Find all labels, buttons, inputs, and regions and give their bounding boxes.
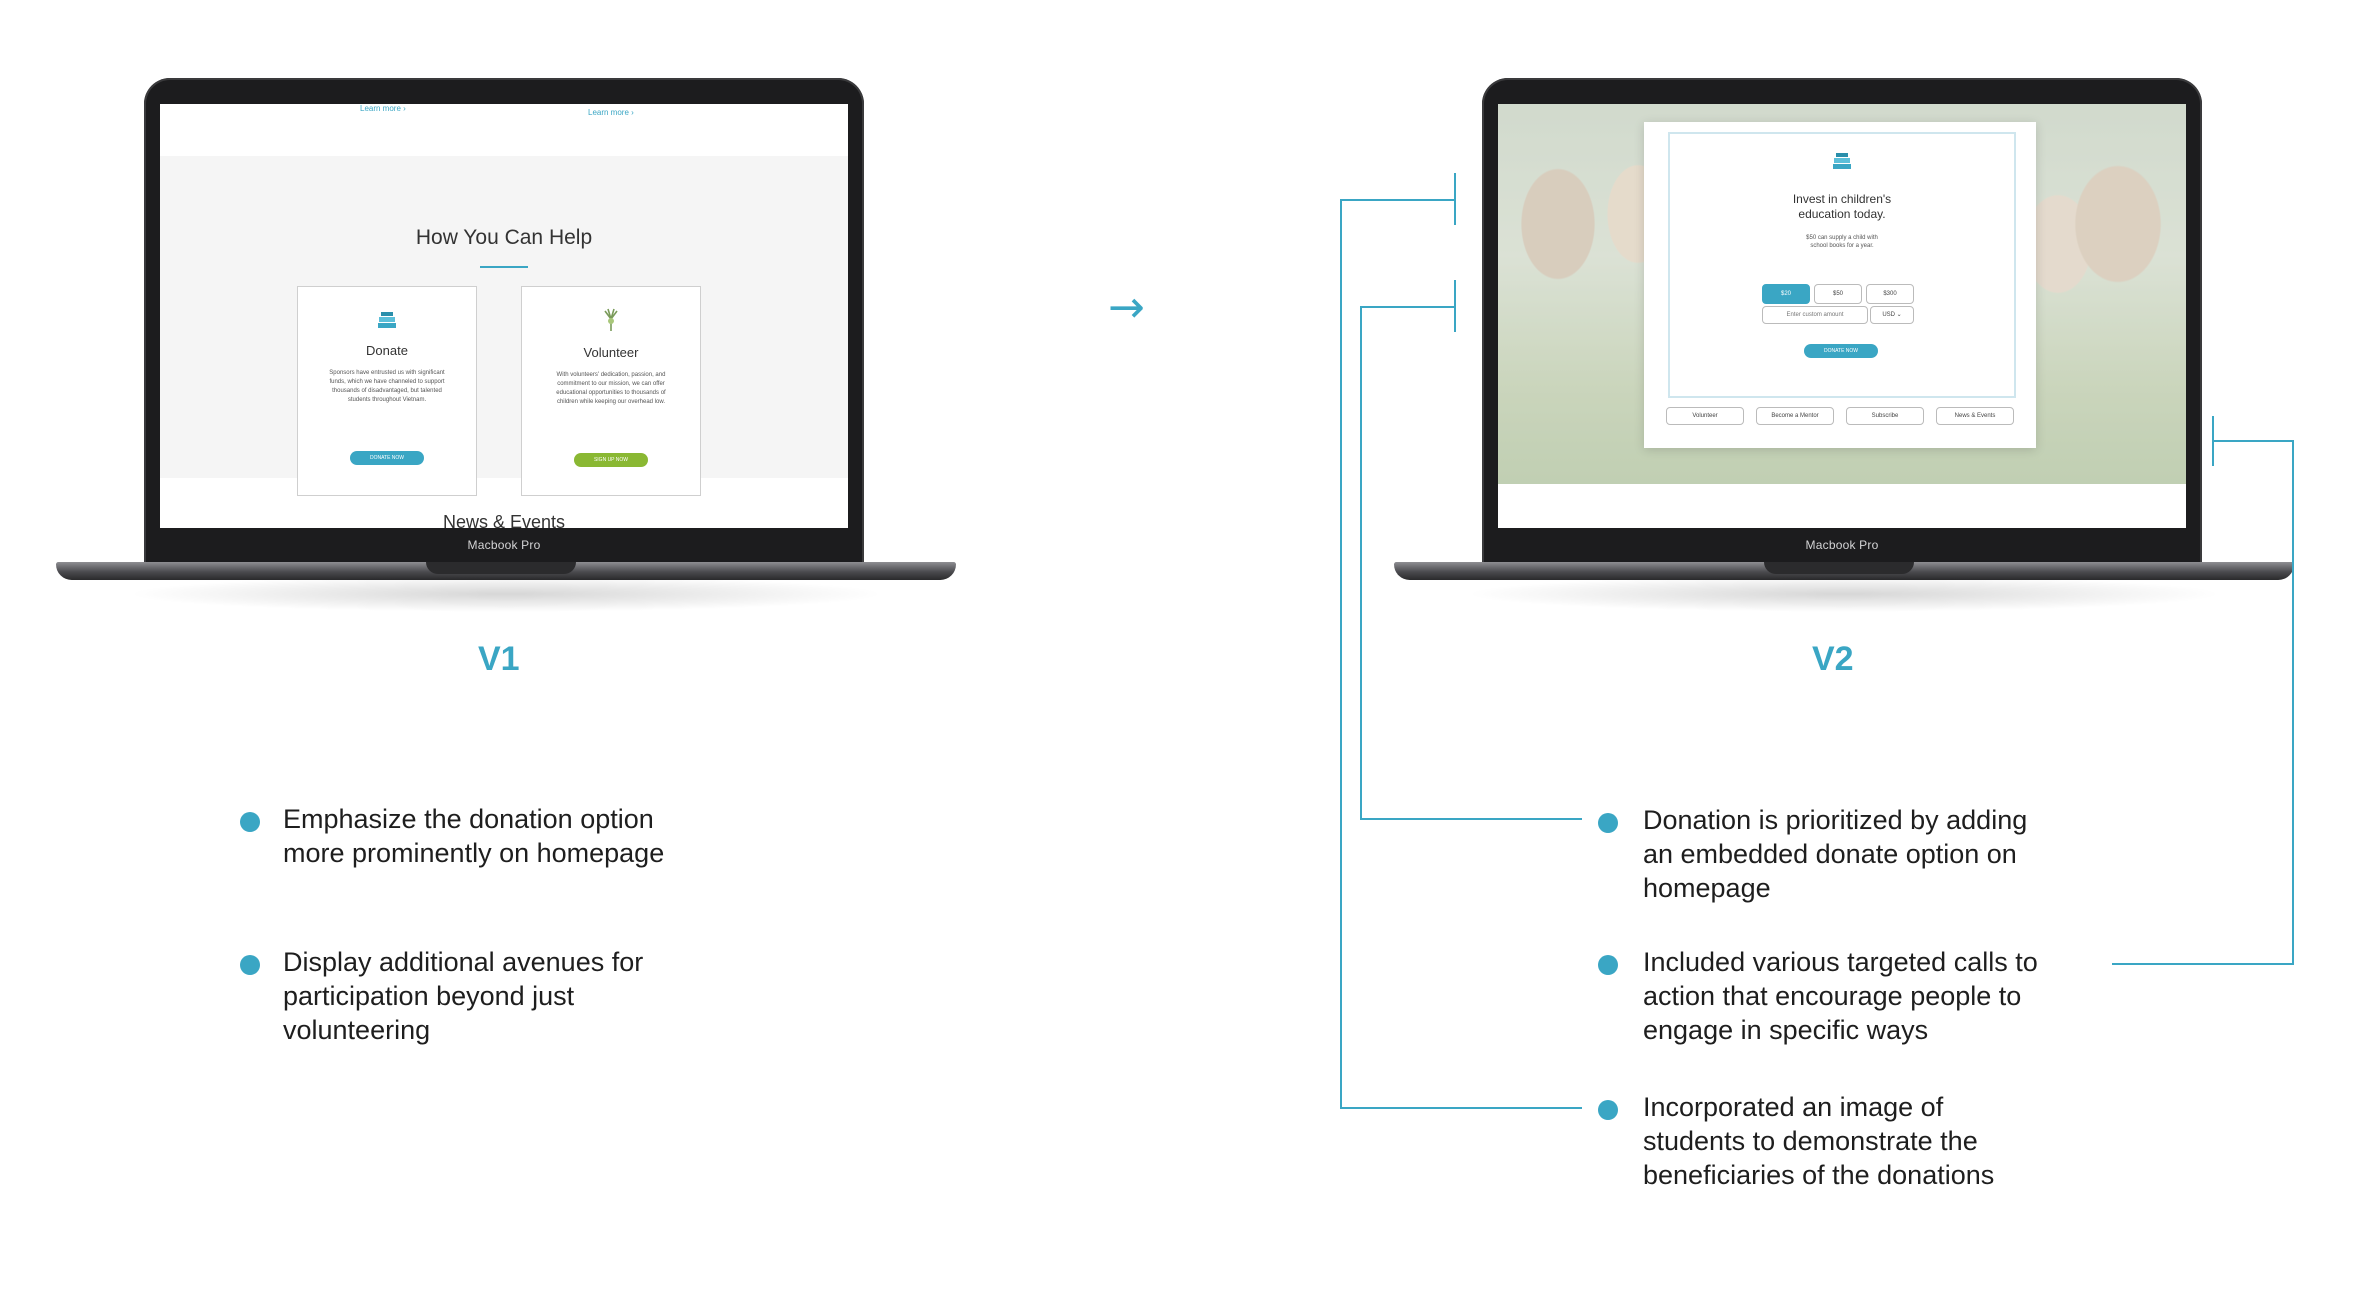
custom-amount-input[interactable]: Enter custom amount [1762,306,1868,324]
bullet-line: students to demonstrate the [1643,1126,1978,1156]
donate-now-button[interactable]: DONATE NOW [1804,344,1878,358]
hands-raised-icon [604,308,618,331]
donate-card: Donate Sponsors have entrusted us with s… [297,286,477,496]
bullet-line: an embedded donate option on [1643,839,2017,869]
donate-card-body: Sponsors have entrusted us with signific… [329,370,445,403]
version-label-v2: V2 [1812,640,1854,678]
bullet-line: engage in specific ways [1643,1015,1929,1045]
currency-select[interactable]: USD ⌄ [1870,306,1914,324]
learn-more-link-left[interactable]: Learn more › [360,104,406,113]
cta-become-mentor[interactable]: Become a Mentor [1756,407,1834,425]
bullet-line: Donation is prioritized by adding [1643,805,2028,835]
bullet-line: action that encourage people to [1643,981,2022,1011]
bullet-line: volunteering [283,1015,431,1045]
laptop-notch [1764,562,1914,574]
amount-option-50[interactable]: $50 [1814,284,1862,304]
bullet-dot [1598,813,1618,833]
bullet-line: Included various targeted calls to [1643,947,2038,977]
bullet-line: Emphasize the donation option [283,804,654,834]
volunteer-card-body: With volunteers' dedication, passion, an… [556,372,666,405]
bullet-dot [240,812,260,832]
connector-segment [2212,440,2294,442]
laptop-brand: Macbook Pro [467,538,541,552]
sign-up-now-button[interactable]: SIGN UP NOW [574,453,648,467]
laptop-screen-v2: Invest in children's education today. $5… [1498,104,2186,528]
bullet-dot [1598,1100,1618,1120]
laptop-screen-v1: Learn more › Learn more › How You Can He… [160,104,848,528]
cta-volunteer[interactable]: Volunteer [1666,407,1744,425]
cta-news-events[interactable]: News & Events [1936,407,2014,425]
bullet-line: Incorporated an image of [1643,1092,1944,1122]
cta-subscribe[interactable]: Subscribe [1846,407,1924,425]
connector-segment [2112,963,2294,965]
laptop-v1: Learn more › Learn more › How You Can He… [56,0,956,612]
version-label-v1: V1 [478,640,520,678]
laptop-lid: Learn more › Learn more › How You Can He… [144,78,864,566]
laptop-v2: Invest in children's education today. $5… [1394,0,2294,612]
bullet-dot [240,955,260,975]
volunteer-card-title: Volunteer [583,345,639,360]
amount-option-20[interactable]: $20 [1762,284,1810,304]
connector-segment [1340,1107,1582,1109]
donate-subtext-line1: $50 can supply a child with [1806,235,1878,241]
amount-option-300[interactable]: $300 [1866,284,1914,304]
donate-widget: Invest in children's education today. $5… [1668,132,2016,398]
bullet-line: more prominently on homepage [283,838,665,868]
connector-segment [1454,173,1456,225]
connector-segment [2292,440,2294,965]
connector-segment [1340,199,1342,1109]
section-title: How You Can Help [415,226,593,249]
chevron-down-icon: ⌄ [1896,312,1902,318]
bullet-line: beneficiaries of the donations [1643,1160,1995,1190]
donate-subtext-line2: school books for a year. [1810,243,1874,249]
bullet-line: Display additional avenues for [283,947,644,977]
laptop-lid: Invest in children's education today. $5… [1482,78,2202,566]
v2-bullet-1: Donation is prioritized by adding an emb… [1643,803,2027,905]
bullet-line: participation beyond just [283,981,575,1011]
laptop-brand: Macbook Pro [1805,538,1879,552]
title-underline [480,266,528,268]
v2-bullet-2: Included various targeted calls to actio… [1643,945,2038,1047]
donate-panel: Invest in children's education today. $5… [1644,122,2036,448]
donate-headline-line1: Invest in children's [1792,192,1892,206]
laptop-shadow [126,576,886,612]
laptop-shadow [1464,576,2224,612]
arrow-right-icon: → [1108,282,1145,333]
bullet-line: homepage [1643,873,1771,903]
help-section: How You Can Help Donate Sponsors have en… [160,156,848,496]
v1-bullet-1: Emphasize the donation option more promi… [283,802,664,870]
learn-more-link-right[interactable]: Learn more › [588,108,634,117]
connector-segment [1454,280,1456,332]
bullet-dot [1598,955,1618,975]
laptop-notch [426,562,576,574]
connector-segment [1360,306,1362,820]
v2-bullet-3: Incorporated an image of students to dem… [1643,1090,1994,1192]
donate-card-title: Donate [366,343,408,358]
connector-segment [1340,199,1454,201]
currency-value: USD [1882,312,1895,318]
book-stack-icon [378,312,396,328]
v1-bullet-2: Display additional avenues for participa… [283,945,643,1047]
book-stack-icon [1833,153,1851,169]
connector-segment [1360,818,1582,820]
donate-now-button[interactable]: DONATE NOW [350,451,424,465]
news-section-heading: News & Events [442,512,566,528]
donate-headline-line2: education today. [1798,207,1886,221]
connector-segment [1360,306,1454,308]
volunteer-card: Volunteer With volunteers' dedication, p… [521,286,701,496]
